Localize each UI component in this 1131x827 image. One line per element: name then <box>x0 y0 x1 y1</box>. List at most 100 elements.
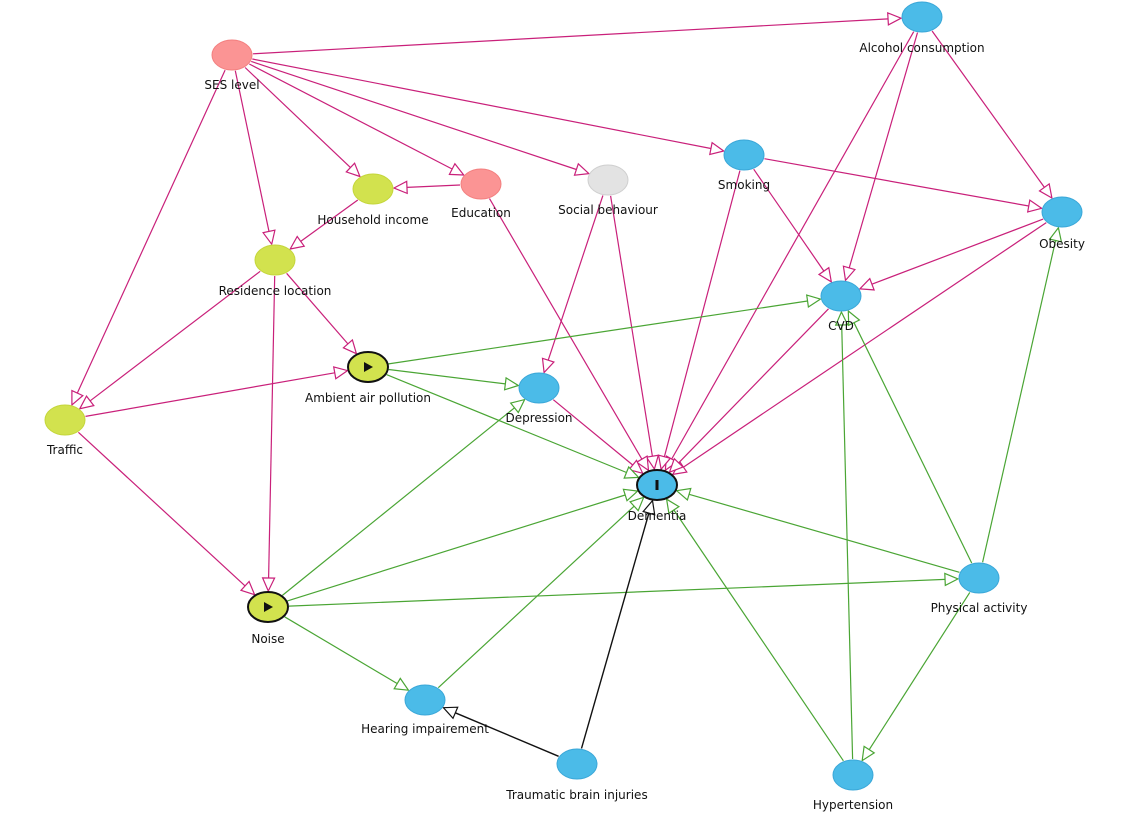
node-cvd[interactable]: CVD <box>820 280 862 333</box>
node-label: Household income <box>317 213 428 227</box>
node-alcohol[interactable]: Alcohol consumption <box>859 1 985 55</box>
arrowhead <box>503 376 520 391</box>
edge-alcohol-to-obesity <box>931 30 1053 200</box>
node-label: Residence location <box>219 284 332 298</box>
edges-layer <box>71 11 1063 762</box>
edge-line <box>488 198 643 460</box>
node-label: Dementia <box>628 509 687 523</box>
node-ellipse <box>404 684 446 716</box>
edge-smoking-to-dementia <box>657 170 741 471</box>
edge-line <box>252 18 889 55</box>
outcome-bar-icon <box>655 480 659 490</box>
arrowhead <box>887 11 903 26</box>
edge-residence-to-traffic <box>78 270 261 410</box>
arrowhead <box>668 457 684 474</box>
edge-obesity-to-cvd <box>858 218 1044 291</box>
arrowhead <box>861 745 876 762</box>
node-label: Traumatic brain injuries <box>505 788 647 802</box>
node-ellipse <box>723 139 765 171</box>
edge-line <box>455 712 559 757</box>
edge-line <box>552 399 634 466</box>
node-traffic[interactable]: Traffic <box>44 404 86 457</box>
arrowhead <box>345 162 361 178</box>
node-noise[interactable]: Noise <box>247 591 289 646</box>
node-ses[interactable]: SES level <box>204 39 260 92</box>
node-hearing[interactable]: Hearing impairement <box>361 684 489 736</box>
edge-line <box>251 60 577 171</box>
node-obesity[interactable]: Obesity <box>1039 196 1085 251</box>
edge-line <box>982 240 1057 563</box>
edge-cvd-to-dementia <box>668 308 829 474</box>
node-dementia[interactable]: Dementia <box>628 469 687 523</box>
edge-hearing-to-dementia <box>437 496 645 689</box>
arrowhead <box>442 706 459 720</box>
node-label: Social behaviour <box>558 203 658 217</box>
edge-household-to-residence <box>289 199 359 250</box>
edge-education-to-dementia <box>488 198 650 472</box>
arrowhead <box>709 141 726 156</box>
edge-ses-to-traffic <box>71 69 226 407</box>
node-label: Alcohol consumption <box>859 41 984 55</box>
edge-line <box>753 168 825 272</box>
node-smoking[interactable]: Smoking <box>718 139 770 192</box>
exposure-play-icon <box>364 362 373 372</box>
edge-line <box>853 322 973 564</box>
node-ellipse <box>820 280 862 312</box>
arrowhead <box>541 357 555 374</box>
edge-ses-to-alcohol <box>252 11 903 55</box>
edge-residence-to-noise <box>261 275 276 593</box>
arrowhead <box>623 465 640 479</box>
node-tbi[interactable]: Traumatic brain injuries <box>505 748 648 802</box>
arrowhead <box>642 499 656 516</box>
arrowhead <box>834 310 849 326</box>
arrowhead <box>289 235 306 250</box>
node-ellipse <box>211 39 253 71</box>
arrowhead <box>657 454 672 471</box>
edge-line <box>388 300 808 365</box>
edge-hypertension-to-cvd <box>834 310 854 760</box>
edge-line <box>249 63 453 170</box>
node-physical[interactable]: Physical activity <box>931 562 1028 615</box>
node-residence[interactable]: Residence location <box>219 244 332 298</box>
node-ellipse <box>901 1 943 33</box>
edge-line <box>437 505 635 689</box>
edge-smoking-to-obesity <box>764 158 1044 213</box>
edge-line <box>300 199 359 242</box>
arrowhead <box>842 265 856 282</box>
arrowhead <box>817 266 833 283</box>
node-air[interactable]: Ambient air pollution <box>305 351 431 405</box>
node-hypertension[interactable]: Hypertension <box>813 759 893 812</box>
edge-line <box>286 272 349 345</box>
edge-line <box>931 30 1045 188</box>
node-ellipse <box>1041 196 1083 228</box>
edge-line <box>85 372 335 417</box>
edge-line <box>77 431 246 587</box>
edge-line <box>284 616 398 685</box>
edge-air-to-dementia <box>386 374 640 479</box>
arrowhead <box>629 496 645 512</box>
edge-noise-to-depression <box>282 398 526 596</box>
edge-hypertension-to-dementia <box>665 498 844 762</box>
edge-education-to-household <box>392 180 461 195</box>
edge-line <box>678 308 829 464</box>
edge-line <box>252 58 712 150</box>
node-ellipse <box>518 372 560 404</box>
node-ellipse <box>556 748 598 780</box>
edge-residence-to-air <box>286 272 358 355</box>
edge-line <box>234 70 270 232</box>
arrowhead <box>573 162 591 176</box>
arrowhead <box>78 394 95 410</box>
arrowhead <box>393 677 410 691</box>
node-depression[interactable]: Depression <box>505 372 573 425</box>
node-household[interactable]: Household income <box>317 173 429 227</box>
edge-line <box>663 170 741 457</box>
edge-noise-to-physical <box>288 572 960 607</box>
node-label: Obesity <box>1039 237 1085 251</box>
edge-noise-to-hearing <box>284 616 410 691</box>
node-social[interactable]: Social behaviour <box>558 164 658 217</box>
node-education[interactable]: Education <box>451 168 511 220</box>
edge-line <box>388 368 506 385</box>
edge-line <box>287 494 626 602</box>
edge-line <box>386 374 627 474</box>
